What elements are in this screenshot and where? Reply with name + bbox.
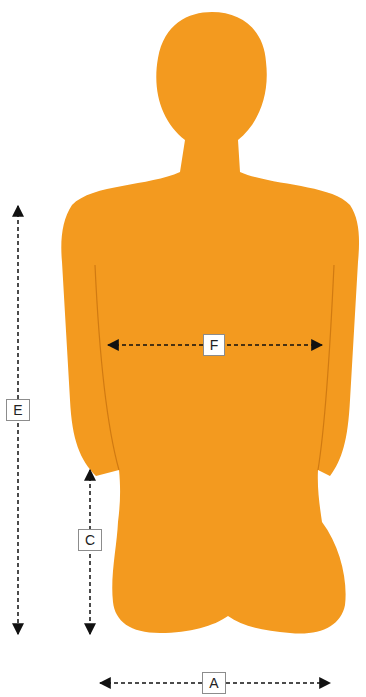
dimension-label: F xyxy=(203,334,226,356)
dimension-label: E xyxy=(6,399,29,421)
dimension-line xyxy=(89,470,91,634)
dimension-label: C xyxy=(78,529,102,551)
body-silhouette xyxy=(61,12,359,634)
arm-line xyxy=(318,265,334,470)
dimension-label: A xyxy=(202,672,225,694)
arm-line xyxy=(95,265,119,470)
